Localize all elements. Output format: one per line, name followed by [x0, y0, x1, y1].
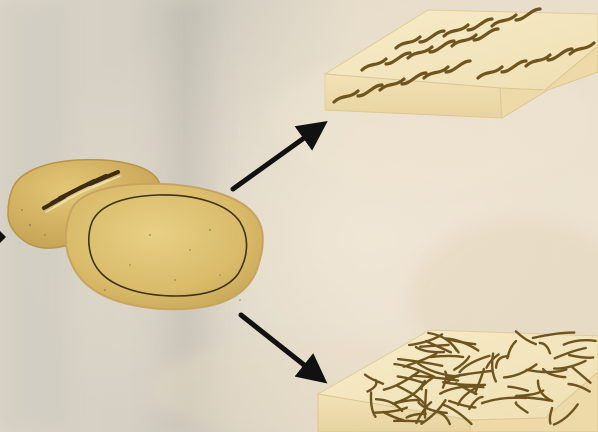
random-fiber: [431, 356, 464, 357]
front-gel-disc: [66, 184, 263, 309]
random-fiber: [394, 421, 424, 422]
